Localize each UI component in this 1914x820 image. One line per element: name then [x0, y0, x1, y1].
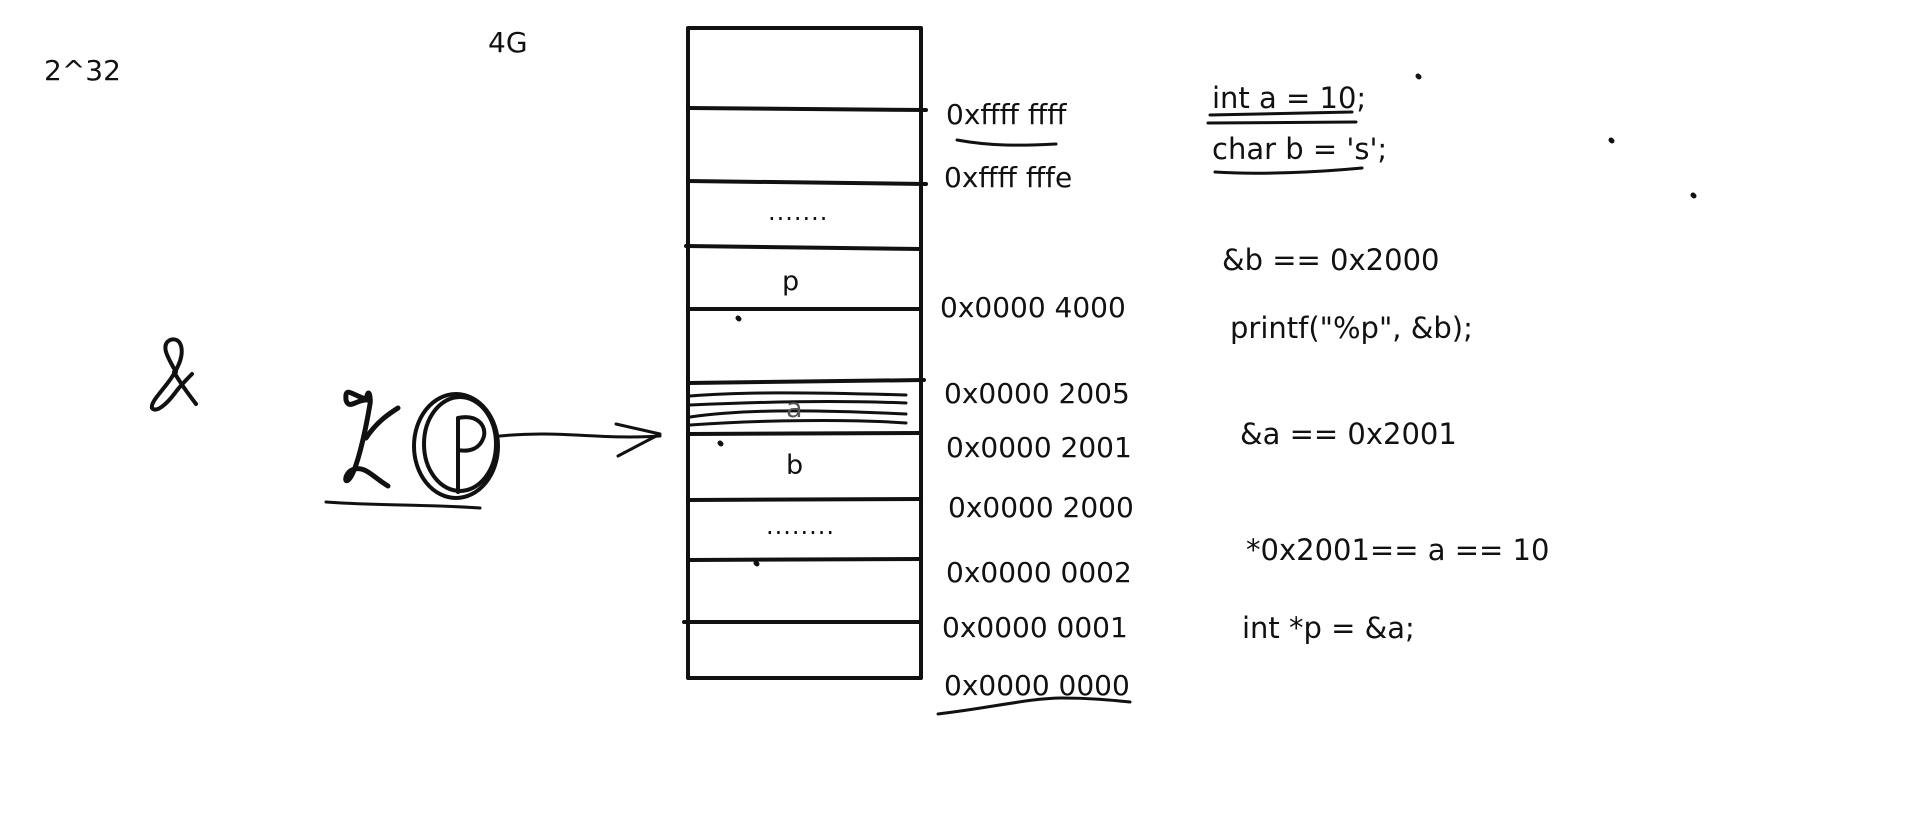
cell-dots-bottom: ........: [766, 512, 836, 540]
size-label: 4G: [488, 26, 528, 59]
address-0000-0001: 0x0000 0001: [942, 611, 1128, 644]
a-scribble-3: [688, 409, 908, 419]
address-0000-0002: 0x0000 0002: [946, 556, 1132, 589]
letter-p-stroke: [456, 415, 487, 494]
code-char-b: char b = 's';: [1212, 132, 1388, 166]
address-0000-2005: 0x0000 2005: [944, 377, 1130, 410]
underline-and-p: [324, 500, 482, 510]
dot: [753, 560, 760, 567]
ampersand-large-glyph: [343, 389, 401, 489]
separator-ffff-fffe: [686, 179, 928, 186]
a-scribble-1: [688, 391, 908, 398]
arrow-line: [498, 432, 662, 439]
a-scribble-2: [688, 400, 908, 407]
dot: [1415, 73, 1422, 80]
circle-around-p-outer: [412, 392, 500, 500]
cell-a: a: [786, 393, 803, 424]
arrow-head: [614, 422, 662, 458]
dot: [1690, 192, 1697, 199]
separator-2005: [686, 378, 926, 385]
memory-column: [686, 26, 923, 680]
separator-ffff-ffff: [686, 106, 928, 112]
code-address-a: &a == 0x2001: [1240, 417, 1457, 451]
dot: [717, 440, 724, 447]
code-printf: printf("%p", &b);: [1230, 311, 1473, 345]
code-pointer-decl: int *p = &a;: [1242, 611, 1415, 645]
separator-2001: [686, 431, 923, 436]
cell-dots-top: .......: [768, 198, 829, 226]
address-0000-0000: 0x0000 0000: [944, 669, 1130, 702]
power-label: 2^32: [44, 54, 121, 87]
underline-char-b: [1213, 166, 1364, 175]
address-0000-2001: 0x0000 2001: [946, 431, 1132, 464]
ampersand-small-glyph: [149, 337, 198, 412]
code-dereference: *0x2001== a == 10: [1246, 533, 1550, 567]
underline-int-a: [1208, 110, 1354, 117]
underline-0000-0000: [936, 696, 1132, 716]
code-int-a: int a = 10;: [1212, 81, 1367, 115]
dot: [1608, 137, 1615, 144]
separator-0002: [686, 557, 923, 562]
separator-dots-top: [684, 244, 923, 251]
cell-b: b: [786, 450, 804, 481]
a-scribble-4: [688, 419, 908, 427]
address-0000-2000: 0x0000 2000: [948, 491, 1134, 524]
address-ffff-ffff: 0xffff ffff: [946, 98, 1067, 131]
address-ffff-fffe: 0xffff fffe: [944, 161, 1073, 194]
separator-2000: [686, 497, 923, 502]
address-0000-4000: 0x0000 4000: [940, 291, 1126, 324]
code-address-b: &b == 0x2000: [1222, 243, 1440, 277]
underline-ffff-ffff: [955, 138, 1058, 147]
underline-int-a-2: [1206, 120, 1358, 125]
cell-p: p: [782, 266, 800, 297]
dot: [735, 315, 742, 322]
